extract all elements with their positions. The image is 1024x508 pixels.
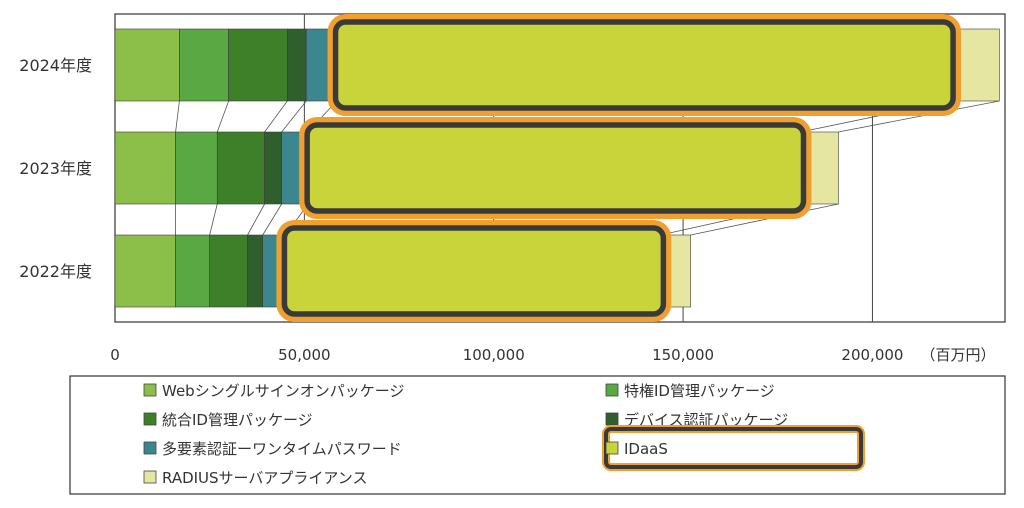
bar-segment (175, 234, 210, 308)
bar-segment (209, 234, 248, 308)
unit-label: （百万円） (920, 346, 995, 364)
legend-label: IDaaS (624, 440, 668, 458)
legend-label: 統合ID管理パッケージ (162, 411, 313, 429)
bar-segment (247, 234, 264, 308)
bar-segment (114, 234, 176, 308)
legend-swatch (605, 441, 619, 455)
series-connector-line (281, 100, 307, 133)
series-connector-line (247, 203, 265, 236)
legend-swatch (143, 383, 157, 397)
bar-segment (228, 28, 288, 102)
x-tick-label: 0 (110, 346, 120, 364)
legend-label: Webシングルサインオンパッケージ (162, 382, 404, 400)
series-connector-line (838, 100, 1000, 133)
bar-segment (216, 131, 265, 205)
category-label: 2024年度 (19, 56, 92, 75)
legend-swatch (143, 470, 157, 484)
series-connector-line (175, 100, 180, 133)
legend-label: RADIUSサーバアプライアンス (162, 469, 368, 487)
bar-segment (287, 28, 307, 102)
x-tick-label: 100,000 (463, 346, 525, 364)
legend-label: デバイス認証パッケージ (624, 411, 788, 429)
highlight-glow (299, 117, 812, 219)
bar-segment (175, 131, 218, 205)
bar-segment (114, 28, 180, 102)
legend-box (69, 375, 1006, 495)
series-connector-line (264, 100, 288, 133)
x-tick-label: 200,000 (841, 346, 903, 364)
bar-segment (264, 131, 282, 205)
highlight-box (304, 122, 807, 214)
series-connector-line (690, 203, 839, 236)
bar-segment (114, 131, 176, 205)
series-connector-line (262, 203, 282, 236)
category-label: 2022年度 (19, 262, 92, 281)
x-tick-label: 150,000 (652, 346, 714, 364)
highlight-box (281, 225, 667, 317)
bar-segment (179, 28, 229, 102)
category-label: 2023年度 (19, 159, 92, 178)
highlight-glow (327, 14, 962, 116)
series-connector-line (209, 203, 218, 236)
series-connector-line (216, 100, 229, 133)
legend-label: 多要素認証ーワンタイムパスワード (162, 440, 402, 458)
legend-swatch (143, 441, 157, 455)
legend-swatch (143, 412, 157, 426)
highlight-glow (276, 220, 672, 322)
x-tick-label: 50,000 (278, 346, 331, 364)
legend-swatch (605, 412, 619, 426)
legend-swatch (605, 383, 619, 397)
legend-label: 特権ID管理パッケージ (624, 382, 775, 400)
highlight-box (332, 19, 956, 111)
